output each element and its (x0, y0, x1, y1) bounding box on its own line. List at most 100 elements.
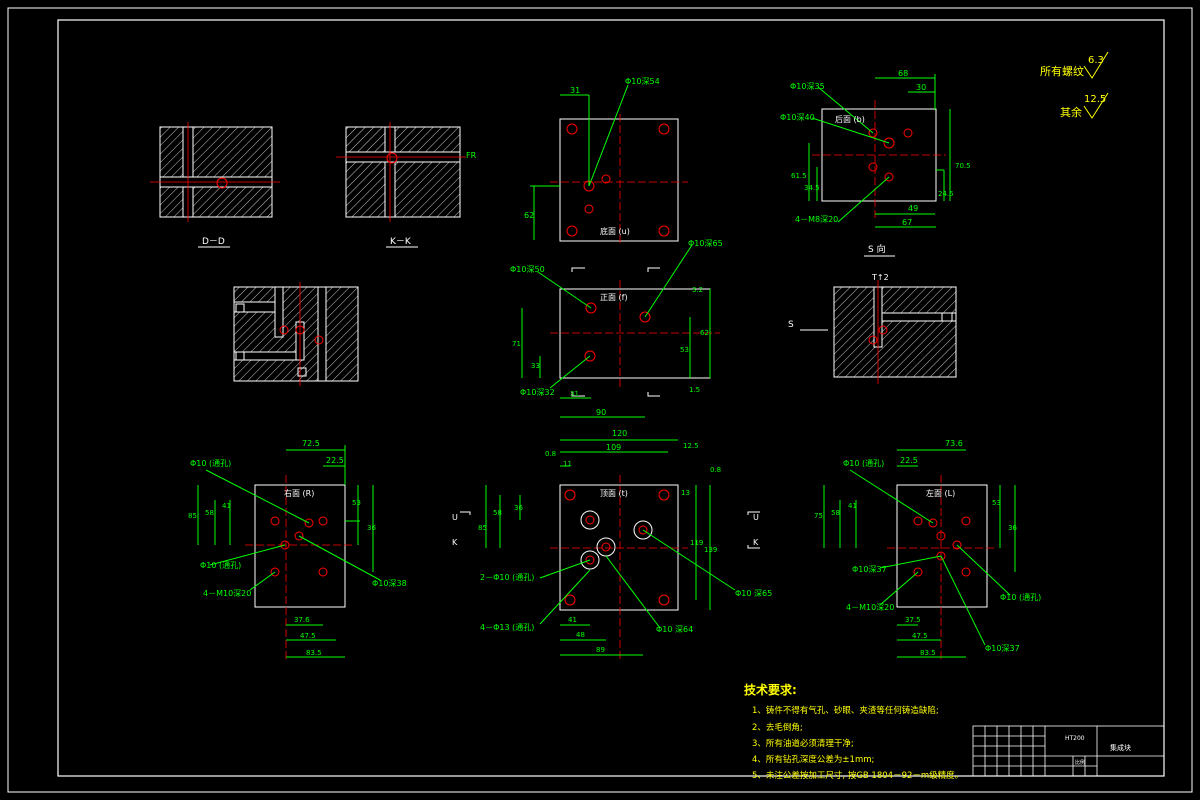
view-back: 68 30 Φ10深35 Φ10深40 4－M8深20 61.5 34.5 70… (780, 69, 971, 257)
back-view-label: 后面 (b) (835, 114, 865, 124)
title-part-name: 集成块 (1110, 743, 1131, 752)
top-dim-12-5: 12.5 (683, 442, 699, 450)
front-hole-2: Φ10深65 (688, 239, 723, 248)
back-hole-2: Φ10深40 (780, 113, 815, 122)
back-dim-24: 24.5 (938, 190, 954, 198)
title-material: HT200 (1065, 735, 1085, 742)
top-dim-0-8: 0.8 (545, 450, 556, 458)
left-view-label: 左面 (L) (926, 488, 955, 498)
top-dim-120: 120 (612, 429, 627, 438)
left-dim-58: 58 (831, 509, 840, 517)
inner-border (57, 19, 1165, 777)
roughness-block: 所有螺纹 6.3 其余 12.5 (1040, 51, 1109, 119)
left-hole-d: Φ10深37 (985, 644, 1020, 653)
right-dim-53: 53 (352, 499, 361, 507)
top-dim-0-8b: 0.8 (710, 466, 721, 474)
front-dim-1-5: 1.5 (689, 386, 700, 394)
right-dim-58: 58 (205, 509, 214, 517)
right-dim-85: 85 (188, 512, 197, 520)
note-item: 3、所有油道必须清理干净; (752, 738, 854, 749)
note-item: 4、所有钻孔深度公差为±1mm; (752, 754, 874, 765)
right-hole-b: Φ10 (通孔) (200, 560, 241, 570)
technical-notes: 技术要求: 1、铸件不得有气孔、砂眼、夹渣等任何铸造缺陷; 2、去毛倒角; 3、… (744, 682, 963, 781)
top-dim-41: 41 (568, 616, 577, 624)
left-hole-b: Φ10 (通孔) (1000, 592, 1041, 602)
fr-label: FR (466, 151, 477, 160)
right-dim-37: 37.6 (294, 616, 310, 624)
top-dim-139: 139 (704, 546, 717, 554)
left-dim-37: 37.5 (905, 616, 921, 624)
back-dim-68: 68 (898, 69, 908, 78)
right-hole-c: Φ10深38 (372, 579, 407, 588)
section-k-k: FR K－K (336, 122, 477, 248)
left-thread: 4－M10深20 (846, 603, 894, 612)
back-dim-30: 30 (916, 83, 926, 92)
right-dim-41: 41 (222, 502, 231, 510)
back-dim-61: 61.5 (791, 172, 807, 180)
front-dim-71: 71 (512, 340, 521, 348)
left-dim-36: 36 (1008, 524, 1017, 532)
front-dim-90: 90 (596, 408, 606, 417)
back-dim-70: 70.5 (955, 162, 971, 170)
top-dim-58: 58 (493, 509, 502, 517)
note-item: 5、未注公差按加工尺寸, 按GB 1804－92－m级精度。 (752, 770, 963, 781)
left-dim-22: 22.5 (900, 456, 918, 465)
right-thread: 4－M10深20 (203, 589, 251, 598)
top-dim-13: 13 (681, 489, 690, 497)
view-top: 120 109 11 0.8 12.5 0.8 85 58 36 119 139… (452, 429, 772, 660)
front-dim-3-2: 3.2 (692, 286, 703, 294)
top-hole-65: Φ10 深65 (735, 589, 772, 598)
top-dim-11: 11 (563, 460, 572, 468)
top-dim-89: 89 (596, 646, 605, 654)
title-block: HT200 集成块 比例 (972, 725, 1165, 777)
top-view-label: 顶面 (t) (600, 489, 628, 498)
top-holes-2: 2－Φ10 (通孔) (480, 572, 534, 582)
front-dim-62: 62 (700, 329, 709, 337)
back-thread: 4－M8深20 (795, 215, 838, 224)
roughness-all-label: 所有螺纹 (1040, 64, 1084, 78)
left-dim-73: 73.6 (945, 439, 963, 448)
right-hole-a: Φ10 (通孔) (190, 458, 231, 468)
s-arrow-label: S (788, 320, 794, 330)
t-section-label: T↑2 (871, 273, 889, 282)
front-dim-31: 31 (570, 390, 579, 398)
back-dim-34: 34.5 (804, 184, 820, 192)
top-dim-36: 36 (514, 504, 523, 512)
top-dim-48: 48 (576, 631, 585, 639)
right-dim-72: 72.5 (302, 439, 320, 448)
front-dim-53: 53 (680, 346, 689, 354)
left-dim-83: 83.5 (920, 649, 936, 657)
left-dim-53: 53 (992, 499, 1001, 507)
view-bottom: 31 Φ10深54 62 底面 (u) (524, 77, 688, 246)
roughness-rest-label: 其余 (1060, 105, 1082, 119)
top-dim-119: 119 (690, 539, 703, 547)
s-view-label: S 向 (868, 243, 886, 255)
left-hole-a: Φ10 (通孔) (843, 458, 884, 468)
section-right-middle: T↑2 S (788, 273, 957, 384)
roughness-rest-value: 12.5 (1084, 94, 1106, 105)
front-hole-3: Φ10深32 (520, 388, 555, 397)
roughness-all-value: 6.3 (1088, 55, 1104, 66)
top-k-label-left: K (452, 538, 458, 547)
note-item: 2、去毛倒角; (752, 722, 803, 733)
front-view-label: 正面 (f) (600, 293, 628, 302)
bottom-hole-label: Φ10深54 (625, 77, 660, 86)
bottom-dim-62: 62 (524, 211, 534, 220)
outer-border (7, 7, 1193, 793)
right-dim-22: 22.5 (326, 456, 344, 465)
right-dim-36: 36 (367, 524, 376, 532)
section-d-d-label: D－D (202, 237, 225, 247)
top-hole-64: Φ10 深64 (656, 625, 693, 634)
top-u-label: U (753, 513, 759, 522)
notes-title: 技术要求: (744, 682, 797, 697)
view-left: 73.6 22.5 Φ10 (通孔) 75 58 41 53 36 Φ10深37… (814, 439, 1041, 662)
section-left-middle (233, 282, 359, 386)
top-k-label: K (753, 538, 759, 547)
right-dim-83: 83.5 (306, 649, 322, 657)
left-dim-41: 41 (848, 502, 857, 510)
top-u-label-left: U (452, 513, 458, 522)
front-hole-1: Φ10深50 (510, 265, 545, 274)
top-dim-85: 85 (478, 524, 487, 532)
back-dim-49: 49 (908, 204, 918, 213)
